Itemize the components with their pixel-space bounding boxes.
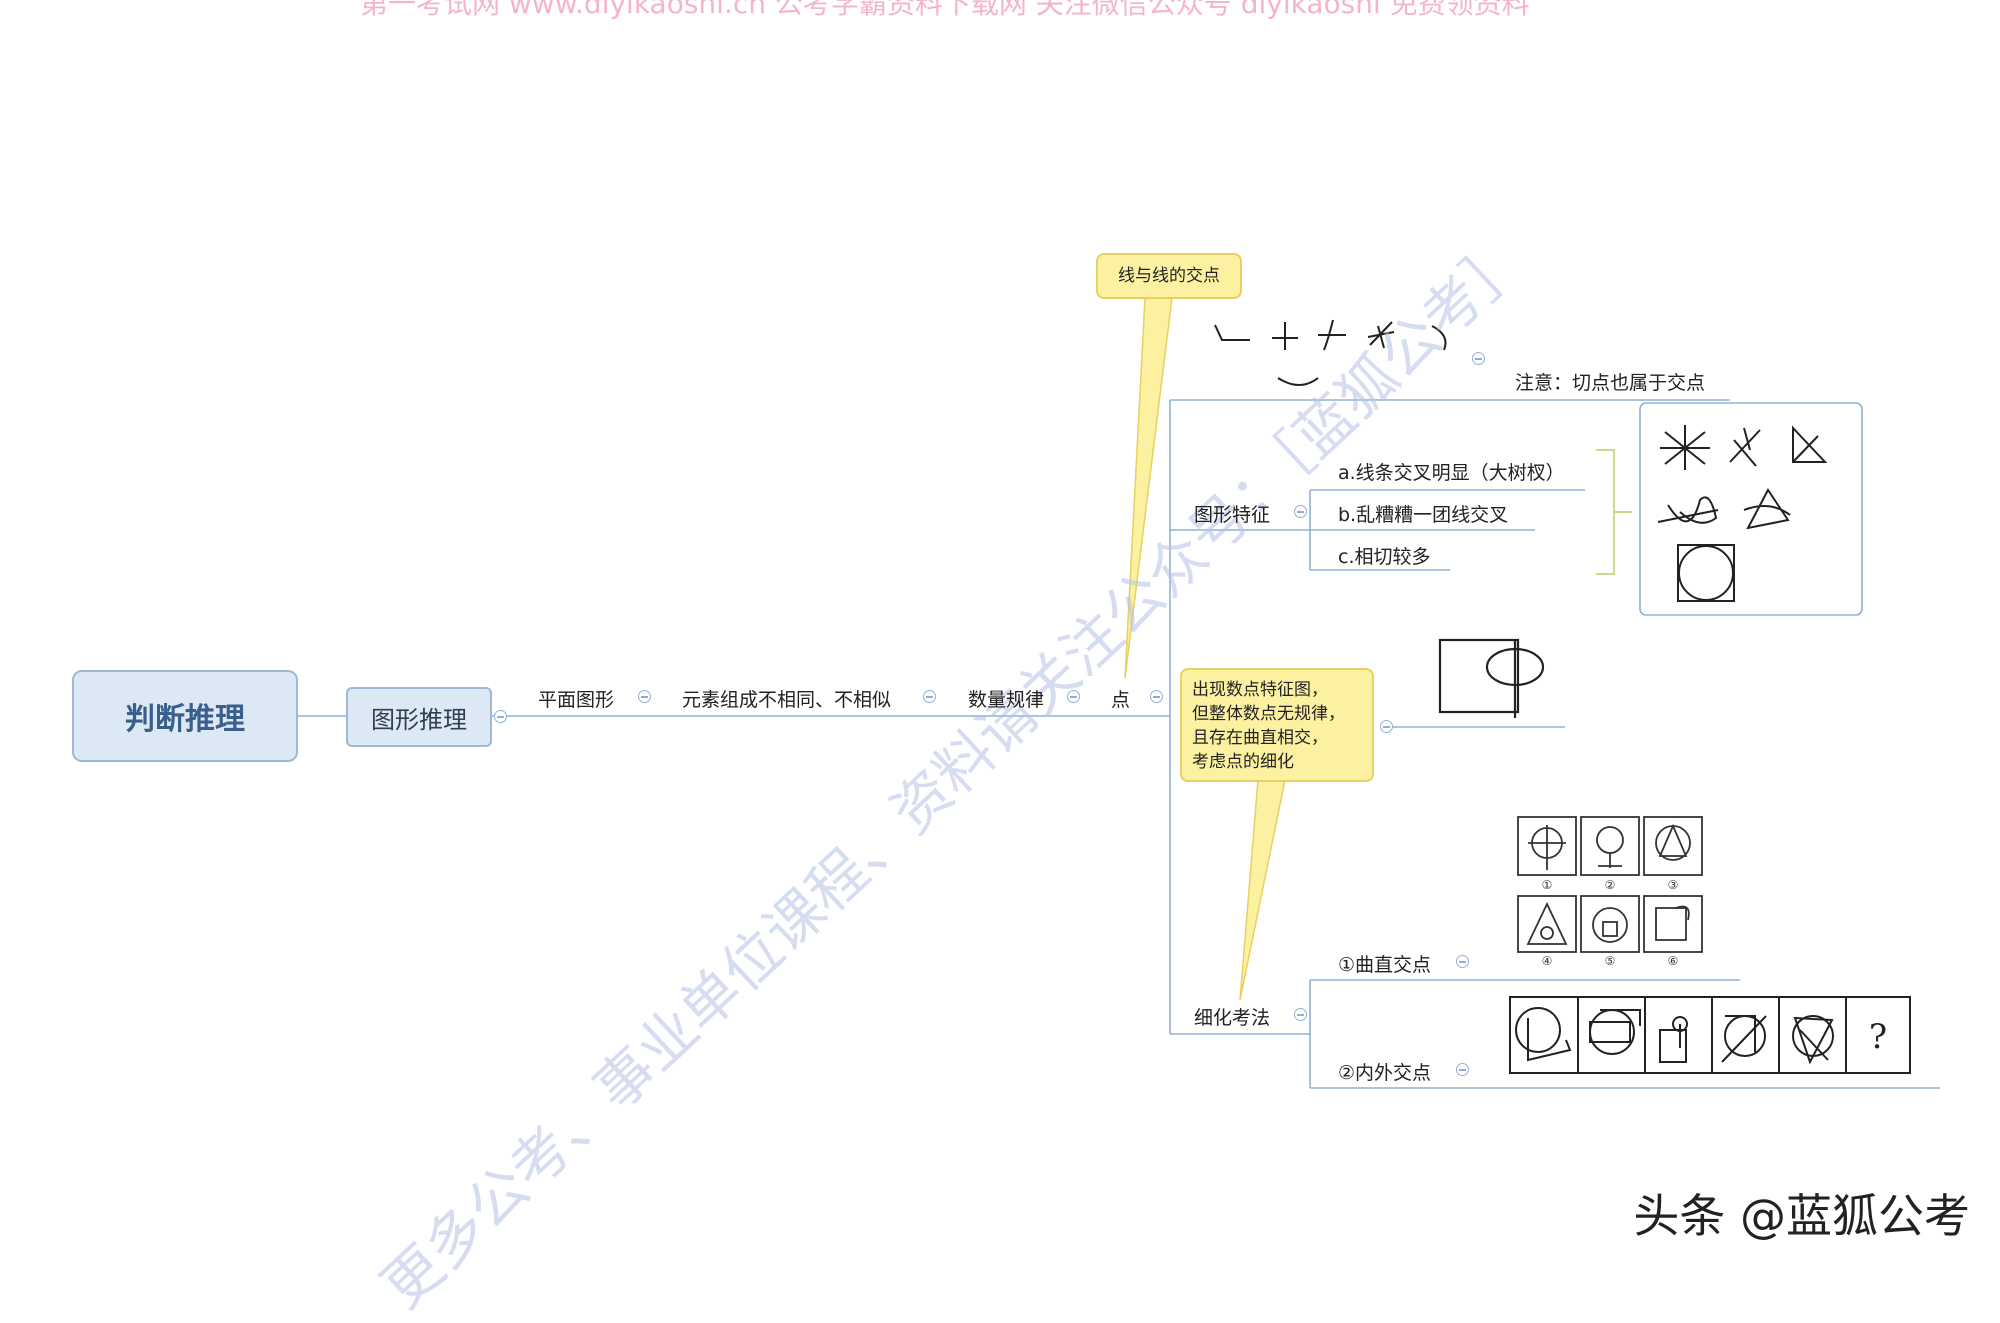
refine-note[interactable]: 出现数点特征图， 但整体数点无规律， 且存在曲直相交， 考虑点的细化 xyxy=(1180,668,1374,782)
branch-point[interactable]: 点 xyxy=(1111,689,1131,711)
feature-b[interactable]: b.乱糟糟一团线交叉 xyxy=(1338,504,1509,526)
grid-number-1: ① xyxy=(1542,878,1553,892)
grid-number-3: ③ xyxy=(1668,878,1679,892)
grid-number-4: ④ xyxy=(1542,954,1553,968)
feature-title[interactable]: 图形特征 xyxy=(1194,504,1271,526)
collapse-toggle-feature[interactable] xyxy=(1294,505,1307,518)
branch-plane[interactable]: 平面图形 xyxy=(538,689,615,711)
connector-lines: ① ② ③ ④ ⑤ ⑥ ? xyxy=(294,297,1940,1089)
refine-title[interactable]: 细化考法 xyxy=(1194,1007,1271,1029)
collapse-toggle-refine[interactable] xyxy=(1294,1008,1307,1021)
refine-curve-straight[interactable]: ①曲直交点 xyxy=(1338,954,1432,976)
feature-a[interactable]: a.线条交叉明显（大树杈） xyxy=(1338,462,1565,484)
root-node[interactable]: 判断推理 xyxy=(72,670,298,762)
curve-straight-grid xyxy=(1517,816,1703,953)
grid-number-6: ⑥ xyxy=(1668,954,1679,968)
refine-note-line-1: 出现数点特征图， xyxy=(1192,680,1328,700)
collapse-toggle-quantity[interactable] xyxy=(1067,690,1080,703)
branch-quantity[interactable]: 数量规律 xyxy=(968,689,1045,711)
refine-note-line-3: 且存在曲直相交， xyxy=(1192,728,1328,748)
refine-note-line-4: 考虑点的细化 xyxy=(1192,752,1294,772)
mind-map: ① ② ③ ④ ⑤ ⑥ ? 第一考试网 www.diyikaoshi.cn 公考学霸资料下… xyxy=(72,0,1970,1321)
inner-outer-strip xyxy=(1509,996,1911,1074)
collapse-toggle-plane[interactable] xyxy=(638,690,651,703)
collapse-toggle-element[interactable] xyxy=(923,690,936,703)
collapse-toggle-inner-outer[interactable] xyxy=(1456,1063,1469,1076)
level1-node[interactable]: 图形推理 xyxy=(346,687,492,747)
feature-examples-panel xyxy=(1639,402,1863,616)
collapse-toggle-curve-straight[interactable] xyxy=(1456,955,1469,968)
collapse-toggle-point[interactable] xyxy=(1150,690,1163,703)
collapse-toggle-intersection[interactable] xyxy=(1472,352,1485,365)
intersection-note[interactable]: 线与线的交点 xyxy=(1096,253,1242,299)
collapse-toggle-level1[interactable] xyxy=(494,710,507,723)
refine-note-line-2: 但整体数点无规律， xyxy=(1192,704,1345,724)
branch-element[interactable]: 元素组成不相同、不相似 xyxy=(682,689,892,711)
intersection-examples xyxy=(1214,319,1447,386)
grid-number-5: ⑤ xyxy=(1605,954,1616,968)
grid-number-2: ② xyxy=(1605,878,1616,892)
feature-c[interactable]: c.相切较多 xyxy=(1338,546,1431,568)
top-watermark: 第一考试网 www.diyikaoshi.cn 公考学霸资料下载网 关注微信公众… xyxy=(360,0,1530,20)
tangent-note: 注意：切点也属于交点 xyxy=(1515,372,1706,394)
collapse-toggle-refine-note[interactable] xyxy=(1380,720,1393,733)
footer-credit: 头条 @蓝狐公考 xyxy=(1633,1189,1970,1243)
question-mark: ? xyxy=(1869,1017,1887,1057)
grid-numbers: ① ② ③ ④ ⑤ ⑥ xyxy=(1542,878,1679,968)
refine-inner-outer[interactable]: ②内外交点 xyxy=(1338,1062,1432,1084)
